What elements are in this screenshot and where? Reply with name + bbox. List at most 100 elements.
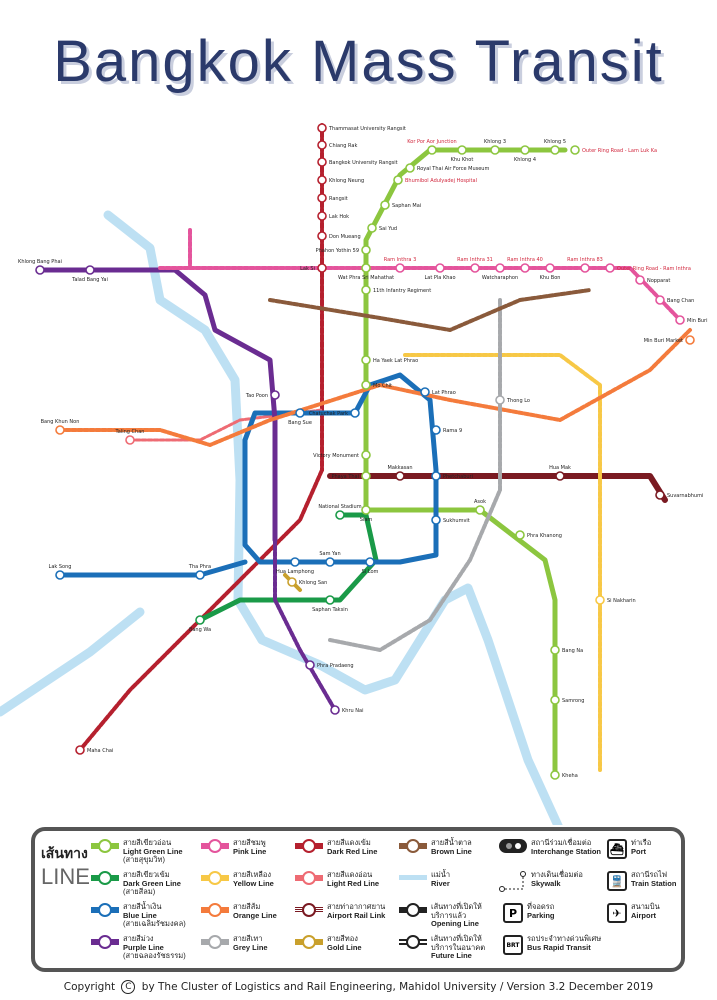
station-marker[interactable] (570, 145, 580, 155)
station-marker[interactable] (317, 263, 327, 273)
station-lak-si: Lak Si (300, 263, 327, 273)
station-marker[interactable] (555, 471, 565, 481)
station-marker[interactable] (361, 380, 371, 390)
station-marker[interactable] (550, 695, 560, 705)
station-marker[interactable] (305, 660, 315, 670)
station-label: Talad Bang Yai (71, 277, 108, 283)
station-marker[interactable] (195, 570, 205, 580)
station-label: Samrong (562, 698, 584, 704)
station-marker[interactable] (85, 265, 95, 275)
west-canal (0, 607, 145, 717)
station-marker[interactable] (361, 505, 371, 515)
station-marker[interactable] (655, 490, 665, 500)
station-maha-chai: Maha Chai (75, 745, 113, 755)
station-marker[interactable] (361, 263, 371, 273)
station-marker[interactable] (431, 425, 441, 435)
station-marker[interactable] (475, 505, 485, 515)
station-tha-phra: Tha Phra (188, 564, 211, 580)
station-marker[interactable] (490, 145, 500, 155)
station-marker[interactable] (317, 140, 327, 150)
station-marker[interactable] (495, 263, 505, 273)
station-marker[interactable] (545, 263, 555, 273)
station-marker[interactable] (595, 595, 605, 605)
legend-light-green-line: สายสีเขียวอ่อน Light Green Line (สายสุขุ… (91, 838, 199, 865)
station-marker[interactable] (317, 211, 327, 221)
station-marker[interactable] (335, 510, 345, 520)
station-marker[interactable] (655, 295, 665, 305)
station-marker[interactable] (520, 145, 530, 155)
station-label: Si Nakharin (607, 598, 636, 604)
station-marker[interactable] (550, 145, 560, 155)
station-marker[interactable] (325, 595, 335, 605)
station-marker[interactable] (580, 263, 590, 273)
station-marker[interactable] (317, 231, 327, 241)
station-marker[interactable] (520, 263, 530, 273)
station-marker[interactable] (457, 145, 467, 155)
station-label: Makkasan (388, 465, 413, 471)
station-suvarnabhumi: Suvarnabhumi (655, 490, 703, 500)
station-label: Khlong 4 (514, 157, 536, 163)
station-marker[interactable] (361, 471, 371, 481)
station-marker[interactable] (270, 390, 280, 400)
station-marker[interactable] (405, 163, 415, 173)
station-marker[interactable] (685, 335, 695, 345)
station-marker[interactable] (361, 285, 371, 295)
station-phra-pradaeng: Phra Pradaeng (305, 660, 354, 670)
station-marker[interactable] (380, 200, 390, 210)
station-marker[interactable] (427, 145, 437, 155)
station-marker[interactable] (287, 577, 297, 587)
station-marker[interactable] (495, 395, 505, 405)
station-marker[interactable] (317, 175, 327, 185)
station-marker[interactable] (35, 265, 45, 275)
orange-line-symbol-icon (201, 903, 229, 917)
station-marker[interactable] (393, 175, 403, 185)
station-marker[interactable] (350, 408, 360, 418)
station-marker[interactable] (195, 615, 205, 625)
station-marker[interactable] (317, 193, 327, 203)
station-marker[interactable] (367, 223, 377, 233)
station-label: Khu Bon (540, 275, 561, 281)
station-marker[interactable] (317, 123, 327, 133)
station-marker[interactable] (395, 471, 405, 481)
station-label: Sai Yud (379, 226, 397, 232)
station-marker[interactable] (550, 645, 560, 655)
blue-line-west (57, 559, 248, 578)
station-label: Rama 9 (443, 428, 462, 434)
station-marker[interactable] (675, 315, 685, 325)
station-marker[interactable] (55, 425, 65, 435)
station-marker[interactable] (75, 745, 85, 755)
station-si-lom: Si Lom (362, 557, 379, 575)
station-label: Chiang Rak (329, 143, 357, 149)
station-marker[interactable] (317, 157, 327, 167)
station-khlong-5: Khlong 5 (544, 139, 566, 155)
station-marker[interactable] (361, 355, 371, 365)
station-label: Thong Lo (506, 398, 530, 404)
station-marker[interactable] (330, 705, 340, 715)
station-talad-bang-yai: Talad Bang Yai (71, 265, 108, 283)
station-label: Lak Hok (329, 214, 349, 220)
station-marker[interactable] (515, 530, 525, 540)
station-marker[interactable] (395, 263, 405, 273)
station-marker[interactable] (435, 263, 445, 273)
station-marker[interactable] (125, 435, 135, 445)
station-marker[interactable] (365, 557, 375, 567)
station-label: Outer Ring Road - Ram Inthra (617, 266, 691, 272)
station-marker[interactable] (361, 450, 371, 460)
station-samrong: Samrong (550, 695, 584, 705)
station-marker[interactable] (295, 408, 305, 418)
station-marker[interactable] (431, 515, 441, 525)
station-marker[interactable] (55, 570, 65, 580)
station-marker[interactable] (325, 557, 335, 567)
brt-icon: BRT (503, 935, 523, 955)
station-marker[interactable] (361, 245, 371, 255)
station-marker[interactable] (635, 275, 645, 285)
station-marker[interactable] (290, 557, 300, 567)
station-marker[interactable] (550, 770, 560, 780)
station-marker[interactable] (420, 387, 430, 397)
yellow-line-symbol-icon (201, 871, 229, 885)
station-marker[interactable] (470, 263, 480, 273)
station-marker[interactable] (431, 471, 441, 481)
station-marker[interactable] (605, 263, 615, 273)
